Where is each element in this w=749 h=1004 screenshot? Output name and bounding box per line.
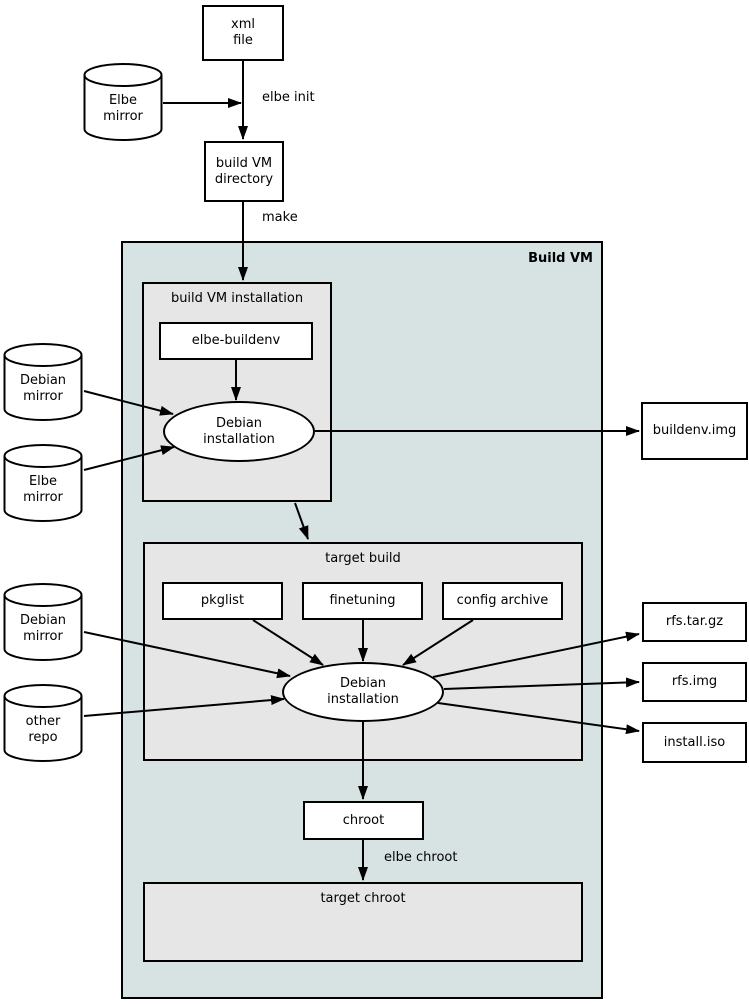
other-repo-cylinder: other repo bbox=[3, 683, 83, 763]
database-icon bbox=[3, 343, 83, 421]
other-repo-label: other repo bbox=[25, 713, 61, 745]
build-vm-title: Build VM bbox=[528, 251, 593, 266]
elbe-mirror-cylinder-top: Elbe mirror bbox=[83, 62, 163, 142]
database-icon bbox=[3, 684, 83, 762]
build-vm-installation-label: build VM installation bbox=[170, 291, 304, 306]
elbe-mirror-label: Elbe mirror bbox=[103, 92, 143, 124]
pkglist-node: pkglist bbox=[162, 582, 283, 620]
make-edge-label: make bbox=[262, 210, 298, 225]
config-archive-node: config archive bbox=[442, 582, 563, 620]
debian-mirror-label: Debian mirror bbox=[19, 372, 67, 404]
target-chroot-label: target chroot bbox=[320, 891, 406, 906]
elbe-init-edge-label: elbe init bbox=[262, 90, 315, 105]
elbe-mirror-cylinder-2: Elbe mirror bbox=[3, 443, 83, 523]
target-build-label: target build bbox=[325, 551, 401, 566]
debian-installation-ellipse-2: Debian installation bbox=[282, 662, 444, 722]
target-build-group: target build bbox=[143, 542, 583, 761]
build-vm-installation-group: build VM installation bbox=[142, 282, 332, 502]
chroot-node: chroot bbox=[303, 801, 424, 840]
elbe-mirror-label: Elbe mirror bbox=[23, 473, 63, 505]
debian-installation-ellipse-1: Debian installation bbox=[163, 401, 315, 462]
elbe-buildenv-node: elbe-buildenv bbox=[159, 322, 313, 360]
target-chroot-group: target chroot bbox=[143, 882, 583, 962]
elbe-chroot-edge-label: elbe chroot bbox=[384, 850, 458, 865]
debian-mirror-label: Debian mirror bbox=[19, 612, 67, 644]
rfs-img-node: rfs.img bbox=[642, 662, 747, 702]
install-iso-node: install.iso bbox=[642, 722, 747, 763]
debian-mirror-cylinder-1: Debian mirror bbox=[3, 342, 83, 422]
database-icon bbox=[3, 444, 83, 522]
buildenv-img-node: buildenv.img bbox=[641, 402, 748, 460]
build-vm-directory-node: build VM directory bbox=[204, 141, 284, 202]
database-icon bbox=[3, 583, 83, 661]
debian-mirror-cylinder-2: Debian mirror bbox=[3, 582, 83, 662]
database-icon bbox=[83, 63, 163, 141]
xml-file-node: xml file bbox=[202, 5, 284, 61]
rfs-tar-gz-node: rfs.tar.gz bbox=[642, 602, 747, 642]
finetuning-node: finetuning bbox=[302, 582, 423, 620]
